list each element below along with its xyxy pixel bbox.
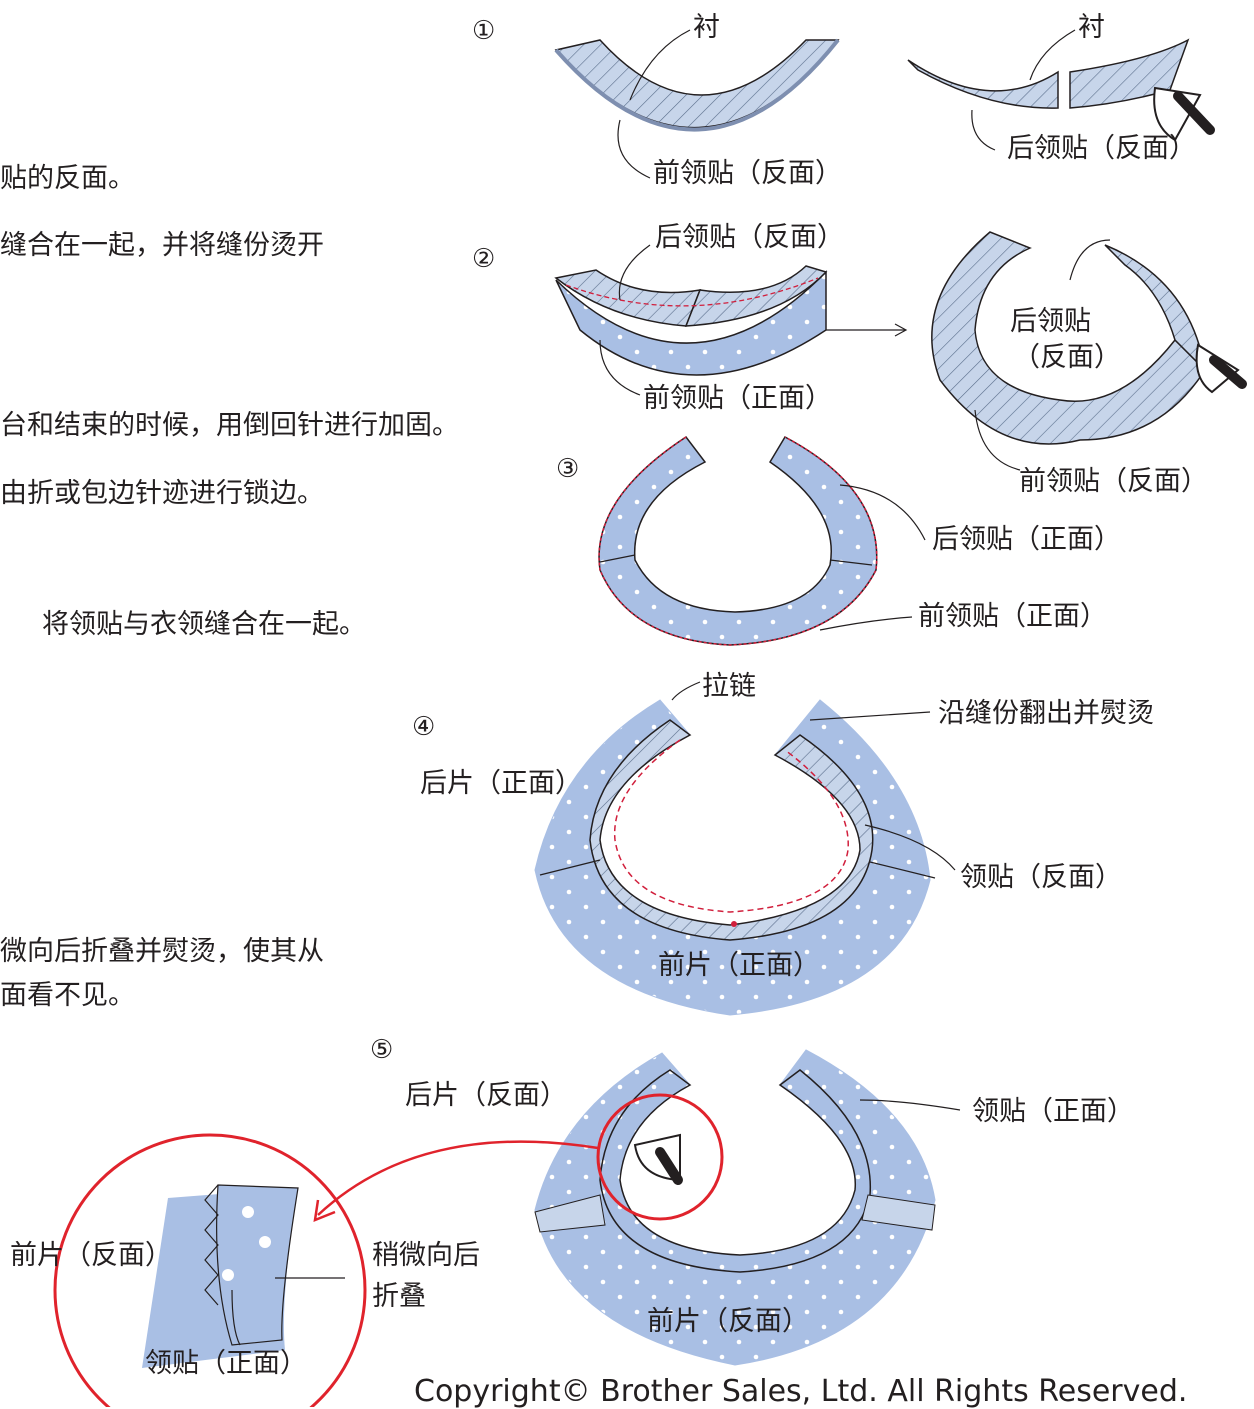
- step-number-3: ③: [556, 454, 580, 484]
- step3-facing-ring: [598, 435, 878, 646]
- detail-label-fold-2: 折叠: [372, 1281, 426, 1312]
- step-number-5: ⑤: [370, 1035, 394, 1065]
- step2-leaders: [599, 239, 1111, 471]
- instruction-line-2: 缝合在一起，并将缝份烫开: [0, 230, 324, 261]
- step5-iron-icon: [633, 1133, 683, 1185]
- label-back-piece-right: 后片（正面）: [420, 768, 582, 799]
- step2-pressed-facing: [931, 231, 1207, 445]
- label-back-facing-wrong: 后领贴（反面）: [1007, 133, 1196, 164]
- step3-leaders: [819, 484, 926, 631]
- step-number-4: ④: [412, 712, 436, 742]
- step1-front-facing: [554, 38, 840, 132]
- label-facing-wrong: 领贴（反面）: [960, 862, 1122, 893]
- step5-zoom-arrow: [317, 1140, 599, 1216]
- label-front-facing-right: 前领贴（正面）: [643, 383, 832, 414]
- step4-garment: [534, 699, 936, 1016]
- label-turn-press: 沿缝份翻出并熨烫: [938, 698, 1154, 729]
- label-front-facing-right-3: 前领贴（正面）: [918, 601, 1107, 632]
- label-front-facing-wrong-2: 前领贴（反面）: [1019, 466, 1208, 497]
- label-back-piece-wrong: 后片（反面）: [405, 1080, 567, 1111]
- step1-iron-icon: [1153, 86, 1215, 142]
- label-front-piece-wrong: 前片（反面）: [647, 1306, 809, 1337]
- step5-leaders: [859, 1099, 961, 1111]
- step5-zoom-circle: [596, 1093, 724, 1221]
- step4-leaders: [671, 681, 956, 871]
- step1-leaders: [617, 29, 1076, 179]
- label-interfacing-right: 衬: [1078, 12, 1105, 43]
- step-number-1: ①: [472, 16, 496, 46]
- step2-sewn-facings: [554, 265, 828, 376]
- detail-label-fold-1: 稍微向后: [372, 1240, 480, 1271]
- instruction-line-1: 贴的反面。: [0, 163, 135, 194]
- label-back-facing-right: 后领贴（正面）: [932, 524, 1121, 555]
- label-facing-right: 领贴（正面）: [972, 1096, 1134, 1127]
- label-interfacing-left: 衬: [693, 12, 720, 43]
- label-back-facing-center: 后领贴: [1010, 306, 1091, 337]
- label-zipper: 拉链: [702, 671, 756, 702]
- instruction-line-3: 台和结束的时候，用倒回针进行加固。: [0, 410, 459, 441]
- copyright: Copyright© Brother Sales, Ltd. All Right…: [414, 1374, 1188, 1409]
- label-front-piece-right: 前片（正面）: [658, 950, 820, 981]
- label-front-facing-wrong: 前领贴（反面）: [653, 158, 842, 189]
- detail-callout: [53, 1133, 367, 1407]
- label-back-facing-wrong-2: 后领贴（反面）: [655, 222, 844, 253]
- detail-label-front-piece: 前片（反面）: [10, 1240, 172, 1271]
- instruction-line-4: 由折或包边针迹进行锁边。: [0, 478, 324, 509]
- instruction-line-7: 面看不见。: [0, 980, 135, 1011]
- step-number-2: ②: [472, 244, 496, 274]
- detail-label-facing: 领贴（正面）: [145, 1348, 307, 1379]
- step5-garment: [534, 1049, 936, 1366]
- instruction-line-6: 微向后折叠并熨烫，使其从: [0, 936, 324, 967]
- label-back-facing-center-2: （反面）: [1013, 342, 1121, 373]
- instruction-line-5: 将领贴与衣领缝合在一起。: [42, 609, 366, 640]
- step2-iron-icon: [1195, 343, 1247, 394]
